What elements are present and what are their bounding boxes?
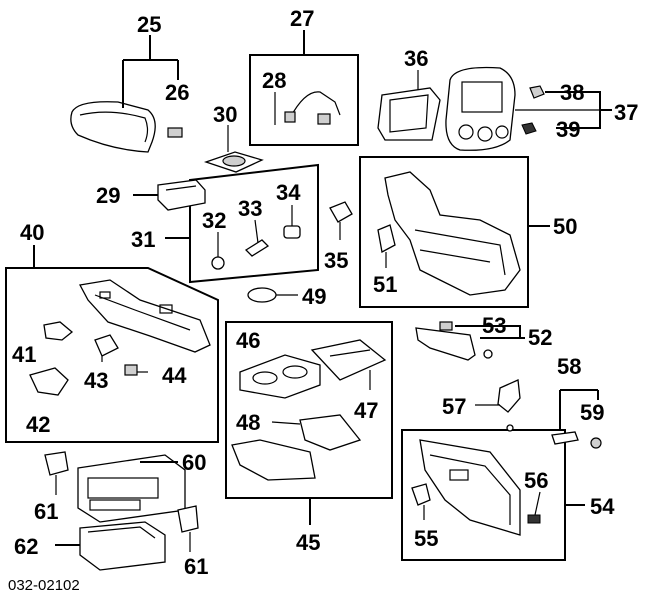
part-61-bracket-b [177, 505, 199, 533]
label-47: 47 [354, 398, 378, 423]
part-60-radio [77, 454, 186, 523]
figure-code: 032-02102 [8, 577, 80, 594]
label-61b: 61 [184, 554, 208, 579]
label-55: 55 [414, 526, 438, 551]
part-32-bulb [211, 256, 225, 270]
part-50-heater-control [384, 171, 521, 296]
part-57-screw [506, 424, 514, 432]
label-29: 29 [96, 183, 120, 208]
part-38-clip [529, 85, 545, 99]
part-59-clip [590, 437, 602, 449]
part-55-latch [411, 483, 431, 506]
part-56-clip [527, 514, 541, 524]
label-61a: 61 [34, 499, 58, 524]
label-49: 49 [302, 284, 326, 309]
part-43-bracket [94, 334, 119, 357]
label-26: 26 [165, 80, 189, 105]
part-45-bottom-tray [231, 439, 316, 481]
box-31 [189, 163, 319, 284]
part-26-clip [167, 127, 183, 138]
label-34: 34 [276, 180, 301, 205]
part-28-harness [284, 91, 341, 125]
label-43: 43 [84, 368, 108, 393]
part-30-cup [203, 151, 264, 173]
part-35-switch [329, 201, 353, 223]
label-50: 50 [553, 214, 577, 239]
part-52-screw [483, 349, 493, 359]
part-25-meter-hood [70, 101, 156, 153]
label-44: 44 [162, 363, 187, 388]
label-58: 58 [557, 354, 581, 379]
label-51: 51 [373, 272, 397, 297]
label-53: 53 [482, 313, 506, 338]
leader-33 [254, 219, 259, 244]
label-28: 28 [262, 68, 286, 93]
part-33-socket [244, 239, 270, 257]
part-62-pocket [79, 521, 166, 571]
part-40-lower-panel [79, 279, 211, 353]
label-42: 42 [26, 412, 50, 437]
label-54: 54 [590, 494, 615, 519]
label-41: 41 [12, 342, 36, 367]
part-49-ring [247, 287, 277, 303]
part-37-center-panel [445, 66, 516, 151]
label-32: 32 [202, 208, 226, 233]
label-30: 30 [213, 102, 237, 127]
label-45: 45 [296, 530, 320, 555]
label-57: 57 [442, 394, 466, 419]
label-59: 59 [580, 400, 604, 425]
part-44-clip [124, 364, 138, 376]
part-42-cover [29, 367, 69, 396]
box-50 [359, 156, 529, 308]
leader-52-53 [455, 325, 525, 339]
part-51-cable [377, 224, 396, 253]
label-40: 40 [20, 220, 44, 245]
label-48: 48 [236, 410, 260, 435]
part-57-striker [497, 379, 521, 413]
part-53-clip [439, 321, 453, 331]
label-56: 56 [524, 468, 548, 493]
part-47-mechanism [310, 339, 387, 381]
part-36-bezel [377, 87, 441, 141]
leader-48 [271, 421, 301, 425]
part-41-bracket [43, 321, 74, 341]
part-29-pocket [157, 179, 206, 211]
label-62: 62 [14, 534, 38, 559]
label-25: 25 [137, 12, 161, 37]
label-38: 38 [560, 80, 584, 105]
part-61-bracket-a [44, 451, 69, 476]
part-58-stopper [551, 431, 579, 445]
label-37: 37 [614, 100, 638, 125]
label-52: 52 [528, 325, 552, 350]
label-33: 33 [238, 196, 262, 221]
part-34-bulb [283, 225, 301, 239]
part-48-lever [299, 414, 362, 451]
label-46: 46 [236, 328, 260, 353]
label-36: 36 [404, 46, 428, 71]
label-39: 39 [556, 117, 580, 142]
leader-56 [534, 491, 541, 516]
part-39-clip [521, 122, 537, 135]
part-46-console [239, 354, 321, 399]
label-60: 60 [182, 450, 206, 475]
part-52-bracket [415, 327, 476, 361]
label-35: 35 [324, 248, 348, 273]
box-40 [5, 267, 219, 443]
leader-58-59 [559, 389, 599, 430]
label-27: 27 [290, 6, 314, 31]
label-31: 31 [131, 227, 155, 252]
part-54-glove-box [419, 439, 521, 536]
